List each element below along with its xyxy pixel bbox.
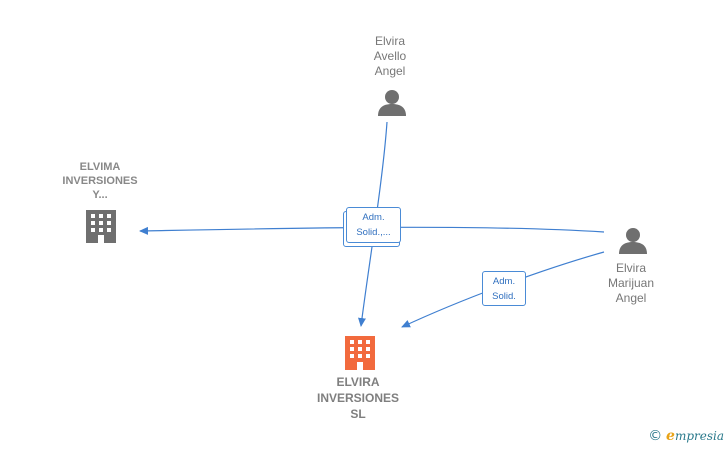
copyright-symbol: ©	[648, 428, 663, 444]
edge-role-line: Adm.	[492, 276, 516, 287]
name-line: Angel	[615, 291, 647, 305]
edge-role-line: Solid.,...	[356, 227, 391, 238]
node-label-elvira-avello[interactable]: Elvira Avello Angel	[352, 34, 428, 79]
edge-label-center[interactable]: Adm. Solid.,...	[346, 207, 401, 243]
name-line: ELVIRA	[336, 375, 380, 389]
brand-rest: mpresia	[674, 429, 724, 443]
building-icon-main[interactable]	[345, 336, 375, 370]
node-label-elvima-inversiones[interactable]: ELVIMA INVERSIONES Y...	[48, 160, 152, 202]
edge-role-line: Solid.	[492, 291, 516, 302]
name-line: ELVIMA	[79, 161, 121, 173]
building-icon[interactable]	[86, 210, 116, 243]
person-icon[interactable]	[619, 228, 647, 254]
edge-role-line: Adm.	[362, 212, 385, 223]
name-line: Y...	[92, 189, 108, 201]
edge-label-right[interactable]: Adm. Solid.	[482, 271, 526, 306]
name-line: Avello	[373, 49, 407, 63]
name-line: Elvira	[374, 34, 405, 48]
brand-e: e	[666, 428, 675, 444]
person-icon[interactable]	[378, 90, 406, 116]
node-label-elvira-marijuan[interactable]: Elvira Marijuan Angel	[596, 261, 666, 306]
name-line: INVERSIONES	[316, 391, 400, 405]
name-line: Elvira	[615, 261, 646, 275]
name-line: SL	[350, 407, 366, 421]
empresia-logo: © empresia	[648, 428, 724, 444]
name-line: INVERSIONES	[62, 175, 138, 187]
name-line: Angel	[374, 64, 406, 78]
node-label-elvira-inversiones[interactable]: ELVIRA INVERSIONES SL	[300, 374, 416, 422]
name-line: Marijuan	[607, 276, 655, 290]
